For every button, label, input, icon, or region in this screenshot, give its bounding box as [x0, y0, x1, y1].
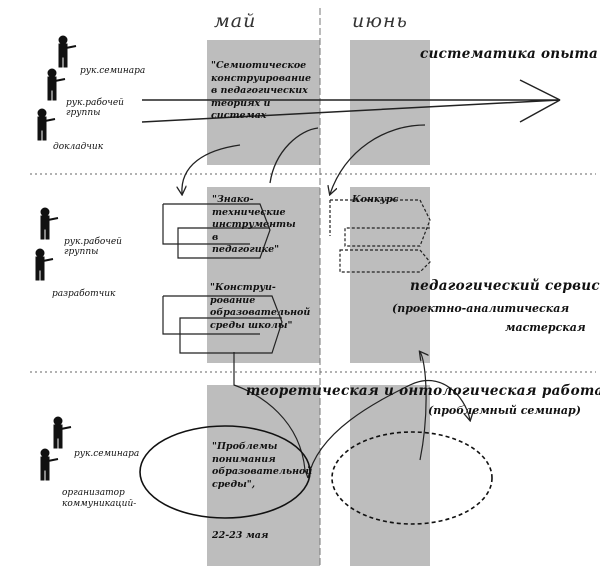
lane-subtitle-seminar: (проблемный семинар) [428, 404, 581, 417]
lane-title-theoretical-work: теоретическая и онтологическая работа [246, 383, 600, 399]
box-environment-design: "Конструи-рование образовательной среды … [210, 282, 311, 331]
june-ellipse [331, 431, 493, 525]
arrow-to-contest [330, 124, 426, 194]
lane-title-systematics: систематика опыта [420, 46, 599, 62]
problems-link-arrow [307, 379, 470, 479]
lane-title-pedagogical-service: педагогический сервис [410, 278, 600, 294]
month-june-header: июнь [352, 10, 408, 32]
role-speaker: докладчик [53, 142, 104, 152]
design-to-problems-line [233, 352, 309, 479]
box-understanding-problems: "Проблемы понимания образовательной сред… [212, 441, 313, 490]
problems-ellipse [139, 425, 311, 519]
person-icon [37, 108, 56, 141]
person-icon [58, 35, 77, 68]
lane-subtitle-workshop-1: (проектно-аналитическая [392, 302, 570, 315]
box-contest: Конкурс [352, 194, 399, 205]
contest-box-outline [329, 199, 431, 273]
systematics-flow-arrow [141, 79, 561, 123]
person-icon [53, 416, 72, 449]
person-icon [40, 207, 59, 240]
may-column-top [207, 40, 320, 165]
june-column-middle [350, 187, 430, 363]
role-seminar-lead-bottom: рук.семинара [74, 449, 140, 459]
arrow-from-june [420, 352, 426, 461]
june-column-bottom [350, 385, 430, 566]
role-developer: разработчик [52, 289, 116, 299]
month-may-header: май [214, 10, 257, 32]
arrow-to-knowledge-tail [269, 127, 319, 184]
role-workgroup-lead-middle-2: группы [64, 247, 99, 257]
person-icon [35, 248, 54, 281]
june-column-top [350, 40, 430, 165]
role-workgroup-lead-top: рук.рабочей [66, 98, 124, 108]
knowledge-box-outline [162, 203, 271, 259]
role-communication-organizer-2: коммуникаций- [62, 499, 137, 509]
role-workgroup-lead-middle: рук.рабочей [64, 237, 122, 247]
may-column-bottom [207, 385, 320, 566]
person-icon [40, 448, 59, 481]
lane-subtitle-workshop-2: мастерская [505, 321, 586, 334]
person-icons [35, 35, 77, 481]
person-icon [47, 68, 66, 101]
role-communication-organizer: организатор [62, 488, 125, 498]
box-semiotic-construction: "Семиотическое конструирование в педагог… [211, 60, 312, 121]
arrow-to-knowledge-box [182, 144, 241, 194]
box-knowledge-tools: "Знако-технические инструменты в педагог… [212, 194, 296, 255]
design-box-outline [162, 295, 283, 354]
role-workgroup-lead-top-2: группы [66, 108, 101, 118]
box-problems-date: 22-23 мая [212, 530, 269, 541]
role-seminar-lead-top: рук.семинара [80, 66, 146, 76]
